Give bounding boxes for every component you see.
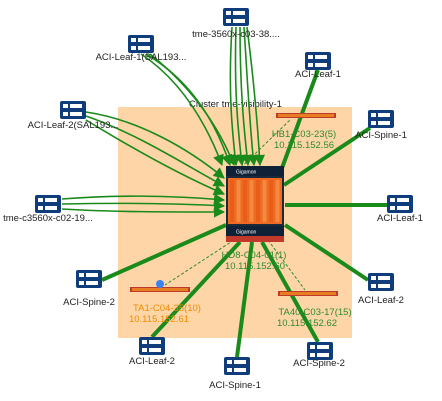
link-leaf2-right bbox=[283, 223, 370, 282]
device-hb1-ip: 10.115.152.56 bbox=[274, 140, 334, 151]
hub-slots bbox=[230, 180, 280, 222]
node-aci-spine-2-left-label: ACI-Spine-2 bbox=[63, 297, 115, 308]
link-dashed-ta40 bbox=[267, 239, 306, 291]
node-aci-leaf-2-right-label: ACI-Leaf-2 bbox=[358, 295, 404, 306]
cluster-label: Cluster tme-visibility-1 bbox=[189, 99, 282, 110]
hub-slot bbox=[236, 180, 241, 222]
node-tme-c3560x-c02-label: tme-c3560x-c02-19... bbox=[3, 213, 93, 224]
hub-slot bbox=[230, 180, 234, 222]
node-aci-spine-2-bottom-label: ACI-Spine-2 bbox=[293, 358, 345, 369]
link-leaf1sal-3 bbox=[149, 53, 236, 167]
link-dashed-hb1 bbox=[229, 119, 291, 179]
node-aci-leaf-1-top-right-label: ACI-Leaf-1 bbox=[295, 69, 341, 80]
device-ta1-name: TA1-C04-35(10) bbox=[133, 303, 201, 314]
link-top-1 bbox=[229, 26, 241, 167]
hub-brand-bottom: Gigamon bbox=[236, 230, 257, 236]
link-spine1-bottom bbox=[235, 241, 254, 358]
link-spine1-right bbox=[282, 126, 372, 187]
node-aci-leaf-2-sal[interactable] bbox=[60, 101, 86, 119]
node-aci-leaf-1-sal-label: ACI-Leaf-1(SAL193... bbox=[96, 52, 187, 63]
hub-slot bbox=[249, 180, 254, 222]
node-aci-leaf-2-bottom-label: ACI-Leaf-2 bbox=[129, 356, 175, 367]
node-tme-3560x-c03-label: tme-3560x-c03-38.... bbox=[192, 29, 280, 40]
node-aci-leaf-2-sal-label: ACI-Leaf-2(SAL193... bbox=[28, 120, 119, 131]
link-spine2-left bbox=[101, 223, 227, 282]
link-top-4 bbox=[243, 26, 259, 167]
device-hb1-name: HB1-C03-23(5) bbox=[272, 129, 336, 140]
link-top-2 bbox=[234, 26, 247, 167]
device-ta40[interactable] bbox=[278, 291, 338, 296]
hub-device[interactable]: Gigamon Gigamon bbox=[226, 166, 284, 242]
device-hb1[interactable] bbox=[276, 113, 336, 118]
links bbox=[61, 26, 387, 358]
node-tme-3560x-c03[interactable] bbox=[223, 8, 249, 26]
node-aci-leaf-1-sal[interactable] bbox=[128, 35, 154, 53]
hub-slot bbox=[243, 180, 247, 222]
link-c02-2 bbox=[61, 199, 226, 212]
link-leaf2sal-3 bbox=[85, 119, 226, 196]
link-top-3 bbox=[239, 26, 253, 167]
hub-slot bbox=[269, 180, 273, 222]
link-c02-3 bbox=[61, 206, 226, 218]
link-c02-1 bbox=[61, 193, 226, 205]
hub-slot bbox=[275, 180, 280, 222]
node-aci-spine-1-bottom-label: ACI-Spine-1 bbox=[209, 380, 261, 391]
device-ta40-ip: 10.115.152.62 bbox=[277, 318, 337, 329]
node-aci-leaf-2-right[interactable] bbox=[368, 273, 394, 291]
node-aci-leaf-1-right[interactable] bbox=[387, 195, 413, 213]
node-tme-c3560x-c02[interactable] bbox=[35, 195, 61, 213]
link-leaf2-bottom bbox=[150, 240, 242, 339]
device-ta1[interactable] bbox=[130, 280, 190, 292]
node-aci-spine-1-right[interactable] bbox=[368, 110, 394, 128]
node-aci-leaf-1-top-right[interactable] bbox=[305, 52, 331, 70]
hub-ip: 10.115.152.60 bbox=[225, 261, 285, 272]
link-top-5 bbox=[246, 26, 266, 167]
link-leaf2sal-1 bbox=[85, 111, 225, 179]
device-ta1-ip: 10.115.152.61 bbox=[129, 314, 189, 325]
node-aci-leaf-1-right-label: ACI-Leaf-1 bbox=[377, 213, 423, 224]
hub-name: HD8-C04-01(1) bbox=[222, 250, 287, 261]
hub-brand-top: Gigamon bbox=[236, 170, 257, 176]
device-ta40-name: TA40-C03-17(15) bbox=[278, 307, 351, 318]
link-leaf2sal-2 bbox=[85, 115, 225, 187]
hub-slot bbox=[256, 180, 260, 222]
node-aci-spine-1-right-label: ACI-Spine-1 bbox=[355, 130, 407, 141]
node-aci-spine-2-left[interactable] bbox=[76, 270, 102, 288]
node-aci-spine-1-bottom[interactable] bbox=[224, 357, 250, 375]
hub-slot bbox=[262, 180, 267, 222]
link-leaf1sal-1 bbox=[140, 53, 224, 167]
link-dashed-ta1 bbox=[164, 239, 235, 286]
node-aci-leaf-2-bottom[interactable] bbox=[139, 337, 165, 355]
link-leaf1-topright bbox=[280, 69, 320, 169]
